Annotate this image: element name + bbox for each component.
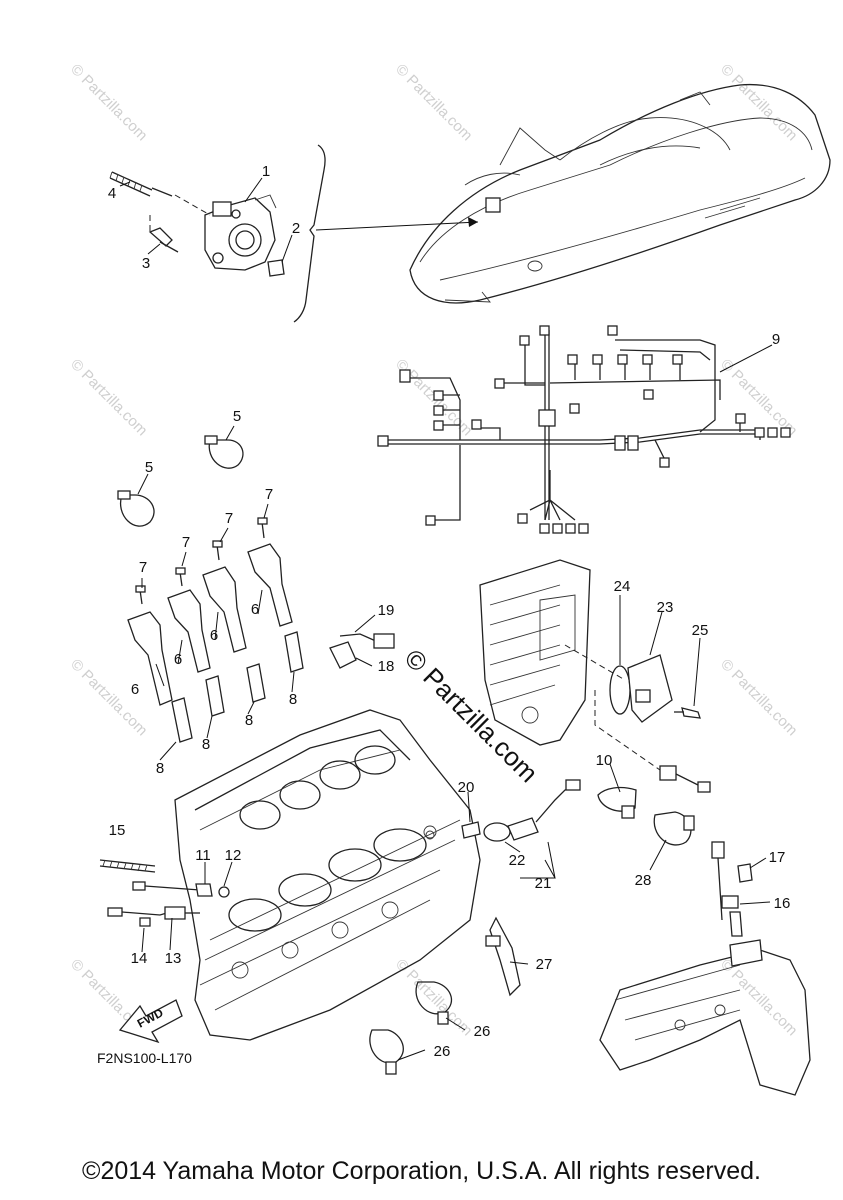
callout-2: 2 bbox=[292, 220, 300, 237]
callout-24: 24 bbox=[614, 578, 631, 595]
sensor-20-21-22 bbox=[423, 779, 581, 842]
callout-14: 14 bbox=[131, 950, 148, 967]
watermark: © Partzilla.com bbox=[67, 61, 150, 144]
ignition-coils bbox=[127, 543, 293, 706]
callout-18: 18 bbox=[378, 658, 395, 675]
watermark: © Partzilla.com bbox=[67, 356, 150, 439]
callout-6b: 6 bbox=[174, 651, 182, 668]
callout-5b: 5 bbox=[145, 459, 153, 476]
bands-10-28 bbox=[597, 765, 711, 846]
copyright-notice: ©2014 Yamaha Motor Corporation, U.S.A. A… bbox=[82, 1157, 761, 1185]
spark-plugs bbox=[171, 631, 304, 743]
screw-and-spring bbox=[109, 171, 179, 253]
callout-13: 13 bbox=[165, 950, 182, 967]
callout-19: 19 bbox=[378, 602, 395, 619]
callout-7b: 7 bbox=[182, 534, 190, 551]
diagram-code: F2NS100-L170 bbox=[97, 1050, 192, 1066]
callout-3: 3 bbox=[142, 255, 150, 272]
callout-8c: 8 bbox=[245, 712, 253, 729]
callout-4: 4 bbox=[108, 185, 116, 202]
callout-labels: 1 2 3 4 5 5 6 6 6 6 7 7 7 7 8 8 8 8 9 10… bbox=[97, 163, 790, 1066]
callout-28: 28 bbox=[635, 872, 652, 889]
callout-16: 16 bbox=[774, 895, 791, 912]
callout-23: 23 bbox=[657, 599, 674, 616]
sensors-11-15 bbox=[99, 859, 230, 927]
callout-8b: 8 bbox=[202, 736, 210, 753]
callout-7d: 7 bbox=[265, 486, 273, 503]
module-23-24-25 bbox=[609, 654, 701, 723]
callout-8a: 8 bbox=[156, 760, 164, 777]
callout-7a: 7 bbox=[139, 559, 147, 576]
callout-1: 1 bbox=[262, 163, 270, 180]
callout-26b: 26 bbox=[434, 1043, 451, 1060]
sensor-assembly-18-19 bbox=[329, 633, 395, 669]
exhaust-manifold bbox=[599, 841, 811, 1096]
callout-8d: 8 bbox=[289, 691, 297, 708]
callout-9: 9 bbox=[772, 331, 780, 348]
bolts-part7 bbox=[135, 517, 268, 605]
watermark-layer: © Partzilla.com © Partzilla.com © Partzi… bbox=[67, 61, 800, 1039]
callout-26a: 26 bbox=[474, 1023, 491, 1040]
engine-side-panel bbox=[479, 559, 661, 771]
callout-5a: 5 bbox=[233, 408, 241, 425]
jet-ski-illustration bbox=[409, 83, 831, 304]
watermark: © Partzilla.com bbox=[392, 61, 475, 144]
cable-bands bbox=[117, 435, 244, 527]
callout-10: 10 bbox=[596, 752, 613, 769]
callout-21: 21 bbox=[535, 875, 552, 892]
location-indicator bbox=[293, 144, 479, 323]
callout-20: 20 bbox=[458, 779, 475, 796]
clamps-26-27 bbox=[369, 916, 521, 1075]
callout-17: 17 bbox=[769, 849, 786, 866]
callout-27: 27 bbox=[536, 956, 553, 973]
watermark: © Partzilla.com bbox=[717, 356, 800, 439]
callout-15: 15 bbox=[109, 822, 126, 839]
callout-6a: 6 bbox=[131, 681, 139, 698]
callout-22: 22 bbox=[509, 852, 526, 869]
callout-7c: 7 bbox=[225, 510, 233, 527]
throttle-body-assembly bbox=[149, 194, 285, 277]
watermark: © Partzilla.com bbox=[717, 61, 800, 144]
leader-lines bbox=[119, 177, 773, 1061]
callout-6c: 6 bbox=[210, 627, 218, 644]
callout-6d: 6 bbox=[251, 601, 259, 618]
engine-block bbox=[174, 709, 481, 1041]
wire-harness bbox=[377, 325, 791, 534]
fwd-arrow: FWD bbox=[118, 999, 183, 1044]
watermark: © Partzilla.com bbox=[717, 656, 800, 739]
callout-12: 12 bbox=[225, 847, 242, 864]
callout-11: 11 bbox=[195, 847, 211, 864]
callout-25: 25 bbox=[692, 622, 709, 639]
